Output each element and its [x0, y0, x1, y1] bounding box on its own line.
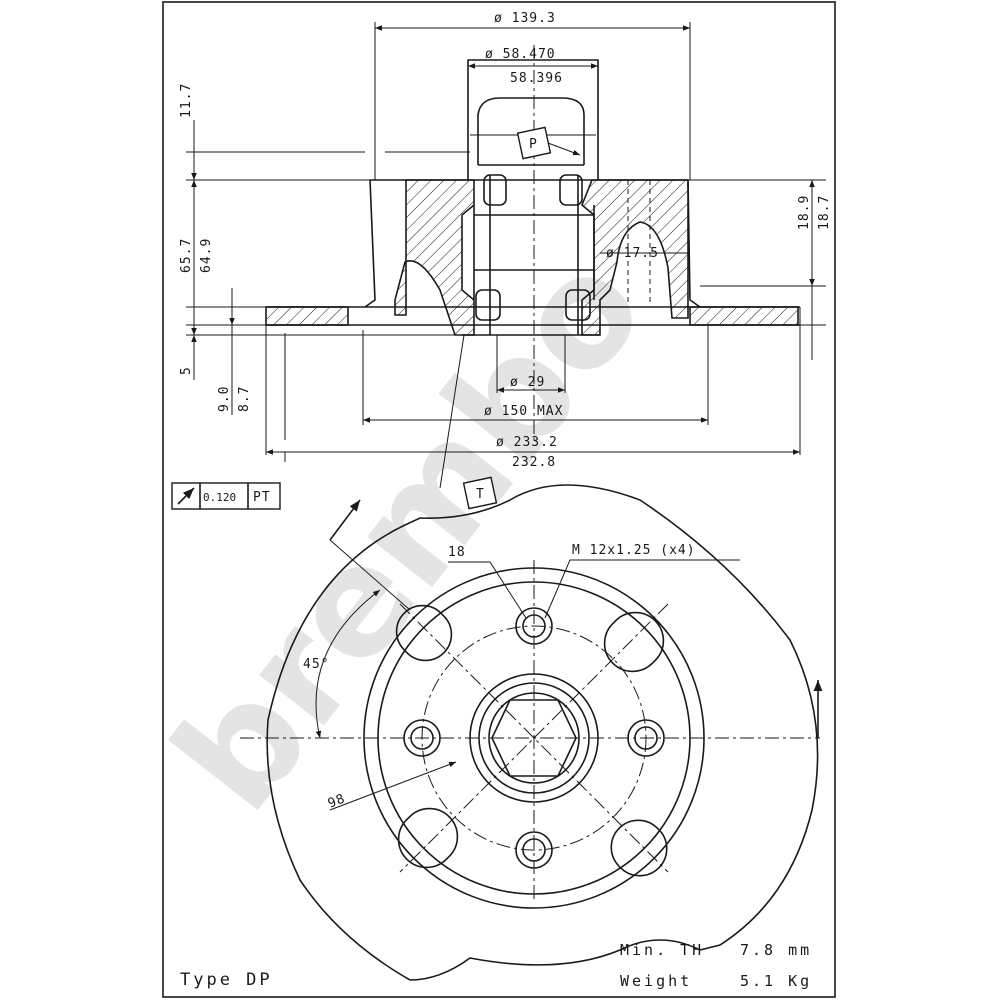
section-view: ø 139.3 ø 58.470 58.396 11.7 65.7 64.9 5…	[179, 11, 832, 510]
plan-centerline-d1	[399, 603, 669, 873]
leader-18	[448, 561, 527, 619]
callout-p-box	[516, 126, 552, 160]
tolerance-frame: 0.120 PT	[171, 482, 281, 510]
plan-centerline-d2	[399, 603, 669, 873]
bearing-lower-right	[565, 289, 591, 321]
dim-17-5: ø 17.5	[606, 246, 659, 261]
tolerance-value: 0.120	[203, 491, 236, 504]
min-th-value: 7.8 mm	[740, 941, 812, 959]
dim-58-396: 58.396	[510, 71, 563, 86]
dim-pcd-98: 98	[326, 791, 348, 812]
disc-left-section	[265, 306, 349, 326]
dim-11-7: 11.7	[179, 83, 194, 118]
bearing-upper-left	[483, 174, 507, 206]
angle-arc	[315, 589, 381, 739]
drawing-border	[162, 1, 836, 998]
type-label: Type DP	[180, 970, 273, 990]
dim-29: ø 29	[510, 375, 545, 390]
dim-64-9: 64.9	[199, 238, 214, 273]
dim-18-7: 18.7	[817, 195, 832, 230]
dim-hole-18: 18	[448, 545, 466, 560]
window-bottom-left	[397, 807, 459, 869]
callout-p-leader	[547, 142, 581, 156]
dim-58-470: ø 58.470	[485, 47, 556, 62]
bearing-cap	[467, 59, 599, 180]
runout-icon	[177, 487, 195, 505]
dim-9-0: 9.0	[217, 386, 232, 412]
dim-18-9: 18.9	[797, 195, 812, 230]
dim-thread: M 12x1.25 (x4)	[572, 543, 696, 558]
leader-98	[329, 761, 457, 811]
callout-t-label: T	[476, 487, 485, 502]
weight-label: Weight	[620, 972, 692, 990]
window-top-right	[603, 611, 665, 673]
dim-150: ø 150 MAX	[484, 404, 563, 419]
callout-t-box	[462, 476, 498, 510]
disc-outline	[266, 484, 819, 981]
dim-65-7: 65.7	[179, 238, 194, 273]
weight-value: 5.1 Kg	[740, 972, 812, 990]
hub-outline	[266, 179, 800, 326]
dim-139-3: ø 139.3	[494, 11, 556, 26]
callout-t-leader	[439, 334, 465, 489]
tolerance-reference: PT	[253, 490, 271, 505]
disc-right-section	[689, 306, 799, 326]
leader-thread	[544, 559, 740, 619]
section-line	[329, 539, 411, 611]
window-bottom-right	[610, 819, 668, 877]
bearing-lower-left	[475, 289, 501, 321]
hub-left-section	[394, 179, 475, 336]
dim-angle-45: 45°	[303, 657, 329, 672]
dim-8-7: 8.7	[237, 386, 252, 412]
dim-233-2: ø 233.2	[496, 435, 558, 450]
callout-p-label: P	[529, 137, 538, 152]
stud-hole-hidden	[627, 180, 651, 305]
plan-view: 18 M 12x1.25 (x4) 45° 98	[240, 484, 823, 981]
min-th-label: Min. TH	[620, 941, 704, 959]
dim-232-8: 232.8	[512, 455, 556, 470]
section-arrow-left	[329, 499, 361, 541]
window-top-left	[395, 604, 453, 662]
dim-5: 5	[179, 366, 194, 375]
bearing-upper-right	[559, 174, 583, 206]
